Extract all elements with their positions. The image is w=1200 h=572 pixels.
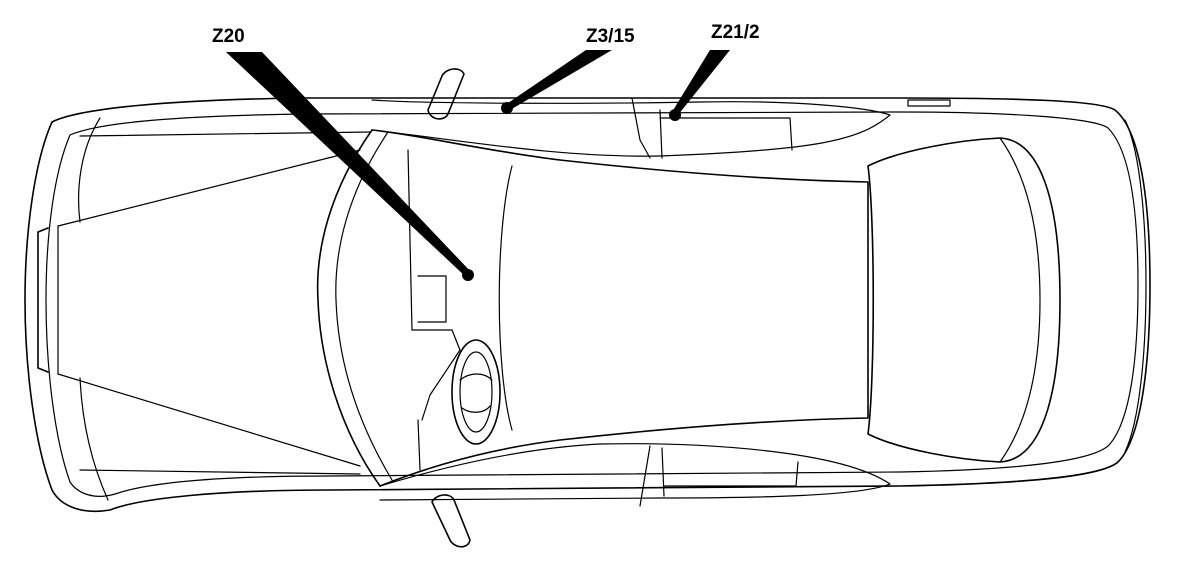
lower-pillar xyxy=(661,447,665,497)
windshield xyxy=(316,129,381,487)
z20-marker xyxy=(462,269,474,281)
trunk-line xyxy=(999,137,1041,463)
steering-wheel-spokes xyxy=(459,373,493,413)
upper-mirror xyxy=(427,68,465,120)
roof-outline xyxy=(371,129,869,487)
callout-z21-2: Z21/2 xyxy=(669,22,760,121)
callout-z20: Z20 xyxy=(212,26,474,281)
z3-15-marker xyxy=(501,102,513,114)
z21-2-marker xyxy=(669,109,681,121)
front-bumper xyxy=(37,227,49,373)
upper-pillar xyxy=(659,109,663,159)
z20-leader xyxy=(226,52,471,277)
z20-label: Z20 xyxy=(212,26,245,47)
fender-bottom-line xyxy=(79,469,361,475)
z3-15-leader xyxy=(505,50,612,110)
z21-2-label: Z21/2 xyxy=(711,22,760,43)
lower-mirror xyxy=(431,494,471,548)
dash-box xyxy=(417,275,447,323)
upper-window-frame xyxy=(371,99,891,157)
z21-2-leader xyxy=(672,50,730,115)
car-body-outer xyxy=(24,97,1151,513)
hood-edge-bottom xyxy=(57,373,361,467)
dash-centre xyxy=(411,329,461,421)
upper-window-bar xyxy=(659,117,793,151)
hood-front-right-line xyxy=(79,377,109,501)
lower-window-frame xyxy=(379,443,891,501)
upper-door-line xyxy=(631,97,651,159)
lower-window-bar xyxy=(663,461,799,487)
upper-door-handle xyxy=(907,99,951,107)
dashboard-left xyxy=(407,149,413,331)
callout-z3-15: Z3/15 xyxy=(501,26,635,114)
lower-door-line xyxy=(639,445,651,507)
z3-15-label: Z3/15 xyxy=(586,26,635,47)
hood-front-left-line xyxy=(78,117,101,223)
windshield-inner xyxy=(335,131,393,481)
rear-window xyxy=(867,137,1061,463)
rear-bumper xyxy=(1124,119,1147,453)
dashboard-right xyxy=(417,419,421,471)
roof-front-edge xyxy=(498,165,513,431)
car-body-inner xyxy=(45,111,1139,497)
hood-edge-top xyxy=(57,149,361,227)
car-outline xyxy=(24,68,1151,548)
steering-wheel-outer xyxy=(451,339,501,445)
steering-wheel-inner xyxy=(459,351,493,433)
